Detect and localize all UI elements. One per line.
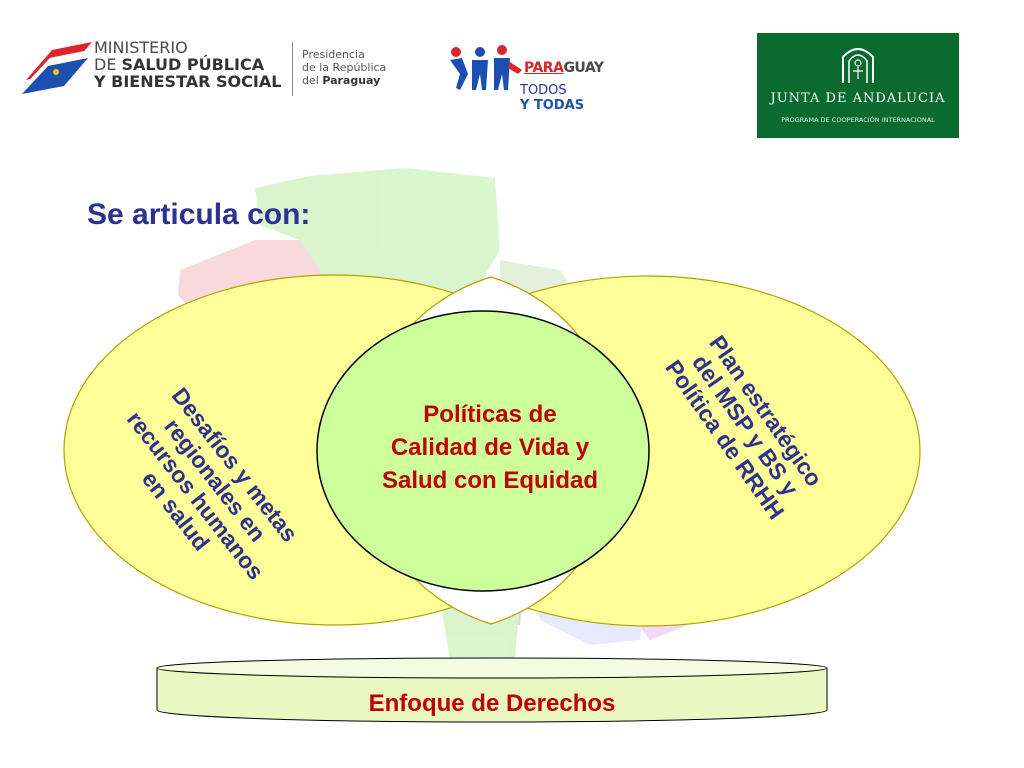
presidencia-line2: de la República: [302, 61, 387, 74]
guay-word: GUAY: [563, 60, 604, 76]
ministerio-logo: MINISTERIO DE SALUD PÚBLICA Y BIENESTAR …: [22, 36, 402, 104]
ministerio-line2-bold: SALUD PÚBLICA: [121, 55, 265, 74]
people-figures-icon: [450, 45, 522, 90]
junta-andalucia-logo: JUNTA DE ANDALUCIA PROGRAMA DE COOPERACI…: [757, 33, 959, 138]
base-label: Enfoque de Derechos: [368, 690, 616, 717]
ministerio-line3: Y BIENESTAR SOCIAL: [94, 72, 282, 91]
presidencia-line1: Presidencia: [302, 48, 365, 61]
base-cylinder: [156, 657, 828, 723]
center-line-3: Salud con Equidad: [381, 467, 598, 494]
para-word: PARA: [524, 60, 564, 76]
paraguay-todos-logo: PARAGUAY TODOS Y TODAS: [446, 42, 616, 120]
center-line-1: Políticas de: [423, 401, 557, 428]
center-line-2: Calidad de Vida y: [390, 434, 590, 461]
center-circle: [316, 310, 650, 592]
junta-title: JUNTA DE ANDALUCIA: [770, 91, 946, 106]
center-circle-text: Políticas de Calidad de Vida y Salud con…: [340, 398, 640, 497]
paraguay-flag-icon: [22, 42, 92, 94]
ministerio-line1: MINISTERIO: [94, 38, 188, 57]
presidencia-line3-prefix: del: [302, 74, 323, 87]
todos-text: TODOS: [520, 83, 567, 98]
ministerio-line2-prefix: DE: [94, 55, 122, 74]
logo-divider: [292, 42, 293, 96]
y-todas-text: Y TODAS: [520, 98, 585, 113]
slide-title: Se articula con:: [87, 198, 311, 231]
arch-emblem-icon: [842, 48, 874, 83]
junta-subtitle: PROGRAMA DE COOPERACIÓN INTERNACIONAL: [781, 116, 935, 124]
presidencia-line3-bold: Paraguay: [322, 74, 381, 87]
